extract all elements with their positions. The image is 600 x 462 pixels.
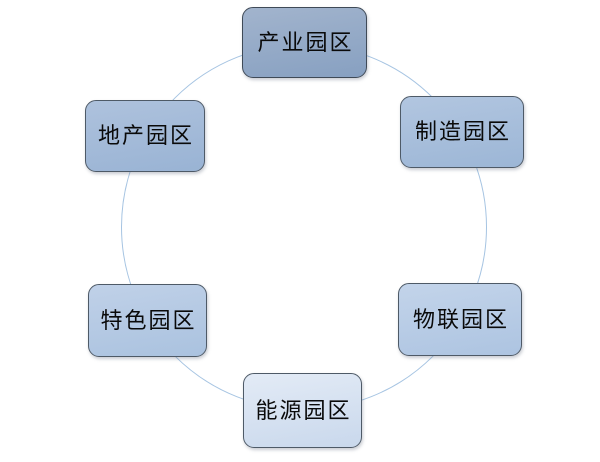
node-label: 能源园区 bbox=[255, 397, 352, 423]
node-label: 物联园区 bbox=[412, 306, 509, 332]
node-industrial-park[interactable]: 产业园区 bbox=[242, 7, 367, 78]
node-iot-park[interactable]: 物联园区 bbox=[398, 283, 522, 356]
node-featured-park[interactable]: 特色园区 bbox=[88, 284, 207, 357]
node-real-estate-park[interactable]: 地产园区 bbox=[85, 100, 205, 172]
node-energy-park[interactable]: 能源园区 bbox=[243, 373, 362, 448]
node-manufacturing-park[interactable]: 制造园区 bbox=[400, 96, 524, 168]
node-label: 制造园区 bbox=[414, 119, 511, 144]
node-label: 产业园区 bbox=[257, 29, 354, 55]
node-label: 特色园区 bbox=[100, 307, 197, 333]
node-label: 地产园区 bbox=[97, 123, 194, 148]
